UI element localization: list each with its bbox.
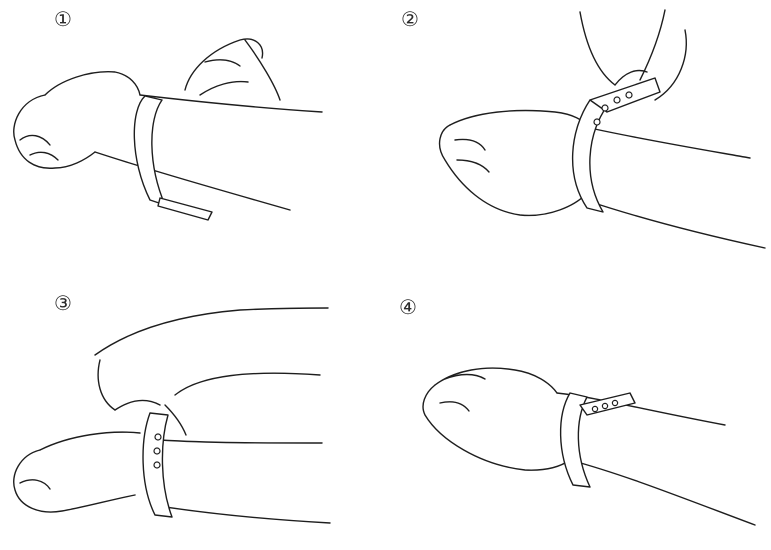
step-1-panel: ① (0, 0, 385, 275)
step-2-panel: ② (385, 0, 771, 275)
step-2-illustration (385, 0, 771, 275)
step-4-illustration (385, 275, 771, 550)
step-3-illustration (0, 275, 385, 550)
step-4-panel: ④ (385, 275, 771, 550)
step-3-panel: ③ (0, 275, 385, 550)
step-1-illustration (0, 0, 385, 275)
